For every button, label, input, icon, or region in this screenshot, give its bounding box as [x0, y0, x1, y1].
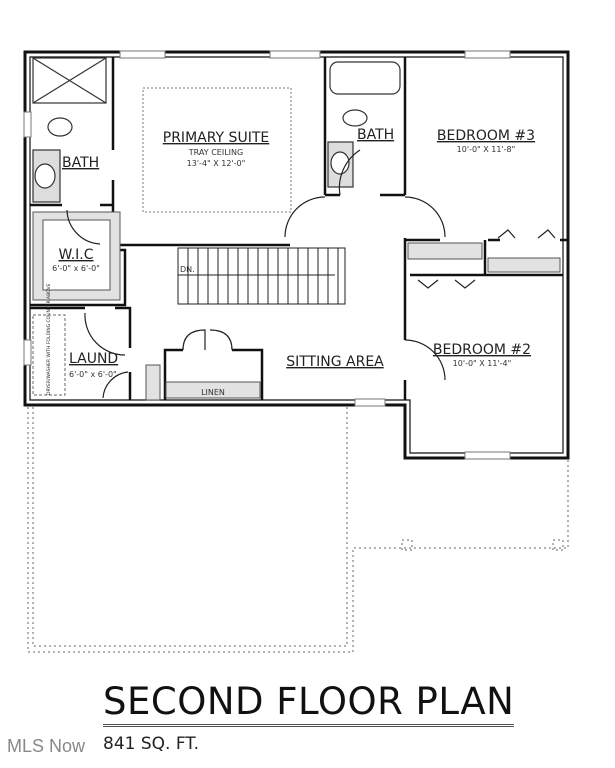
- linen-label: LINEN: [201, 388, 225, 397]
- hall-bath-label: BATH: [357, 127, 394, 143]
- wic-size: 6'-0" x 6'-0": [52, 264, 100, 273]
- bedroom2-label: BEDROOM #2: [433, 342, 531, 358]
- lower-roof-outline: [27, 407, 569, 653]
- staircase[interactable]: [177, 247, 346, 305]
- windows: [23, 50, 511, 460]
- primary-suite-label: PRIMARY SUITE: [163, 130, 269, 146]
- laundry-size: 6'-0" x 6'-0": [69, 370, 117, 379]
- watermark: MLS Now: [7, 736, 86, 756]
- closet-shelves: [32, 211, 561, 401]
- bath-fixtures: [32, 57, 401, 203]
- laundry-label: LAUND: [69, 351, 118, 367]
- tray-ceiling-outline: [142, 87, 292, 213]
- washer-dryer: [32, 314, 66, 396]
- square-footage: 841 SQ. FT.: [103, 734, 200, 754]
- interior-walls: [30, 57, 568, 400]
- laundry-note: DRYER/WASHER WITH FOLDING COUNTER ABOVE: [46, 283, 52, 395]
- primary-bath-label: BATH: [62, 155, 99, 171]
- bedroom2-size: 10'-0" X 11'-4": [453, 359, 512, 368]
- bedroom3-label: BEDROOM #3: [437, 128, 535, 144]
- exterior-walls: [23, 50, 570, 460]
- sitting-area-label: SITTING AREA: [286, 354, 384, 370]
- primary-suite-note: TRAY CEILING: [188, 148, 243, 157]
- primary-suite-size: 13'-4" X 12'-0": [187, 159, 246, 168]
- plan-title: SECOND FLOOR PLAN: [103, 682, 515, 727]
- wic-label: W.I.C: [58, 247, 93, 263]
- stairs-down-label: DN.: [180, 265, 195, 274]
- door-swings[interactable]: [66, 149, 556, 399]
- bedroom3-size: 10'-0" X 11'-8": [457, 145, 516, 154]
